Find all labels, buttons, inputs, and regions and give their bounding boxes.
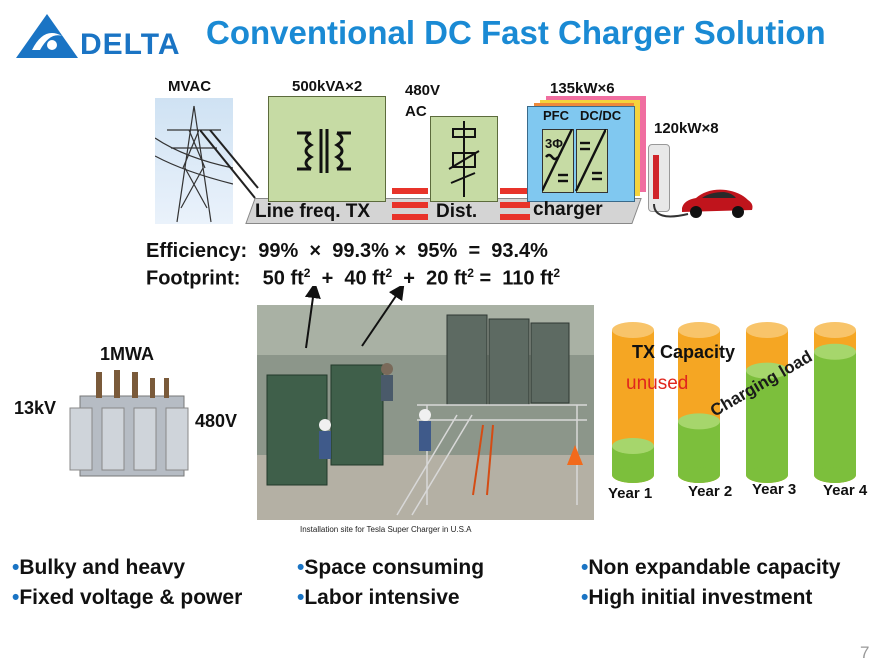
footprint-arrows (304, 286, 405, 349)
pfc-label: PFC (543, 108, 569, 123)
unused-label: unused (626, 373, 689, 394)
bullet-item: •Space consuming (297, 556, 485, 579)
line-freq-tx-box (268, 96, 386, 202)
transformer-hv-label: 13kV (14, 398, 57, 418)
feed-lines (200, 130, 259, 199)
load-bar (678, 413, 720, 483)
connector-bar (392, 188, 428, 194)
load-bar (612, 438, 654, 483)
year-label-4: Year 4 (823, 482, 868, 499)
delta-logo (14, 12, 184, 60)
bullet-item: •Labor intensive (297, 586, 460, 609)
phase-label: 3Φ (545, 136, 563, 151)
transformer-rating: 1MWA (100, 344, 154, 364)
load-bar (746, 362, 788, 483)
footprint-dist: 40 ft (344, 267, 386, 290)
tx-capacity-label: TX Capacity (632, 342, 736, 362)
year-label-1: Year 1 (608, 485, 653, 502)
capacity-chart (612, 322, 856, 483)
footprint-total: 110 ft (502, 267, 554, 290)
charger-cable (653, 203, 689, 218)
ev-rating-label: 120kW×8 (654, 120, 719, 137)
installation-photo (257, 305, 594, 520)
ac-480-label-line1: 480V (405, 82, 441, 99)
year-label-2: Year 2 (688, 483, 733, 500)
page-title: Conventional DC Fast Charger Solution (206, 14, 826, 51)
footprint-row: Footprint: 50 ft2 + 40 ft2 + 20 ft2 = 11… (146, 266, 561, 290)
charger-box (527, 106, 635, 202)
connector-bar (392, 202, 428, 208)
electric-car-image (678, 186, 754, 220)
distribution-box (430, 116, 498, 202)
efficiency-label: Efficiency: (146, 240, 248, 262)
efficiency-dist: 99.3% (332, 240, 389, 262)
delta-triangle-icon (16, 14, 78, 58)
tx-rating-label: 500kVA×2 (292, 78, 363, 95)
transformer-symbol-icon (297, 129, 351, 173)
bullet-item: •Non expandable capacity (581, 556, 841, 579)
bullet-item: •High initial investment (581, 586, 813, 609)
efficiency-total: 93.4% (491, 240, 548, 262)
bullet-item: •Fixed voltage & power (12, 586, 243, 609)
ac-480-label-line2: AC (405, 103, 427, 120)
pfc-module (542, 129, 574, 193)
transformer-lv-label: 480V (195, 411, 238, 431)
converter-symbol-icon (542, 129, 606, 191)
connector-bar (500, 214, 530, 220)
breaker-symbol-icon (448, 121, 480, 197)
page-number: 7 (860, 643, 870, 662)
load-bar (814, 343, 856, 483)
bullet-item: •Bulky and heavy (12, 556, 186, 579)
charger-label: charger (533, 199, 603, 220)
ev-charger-post (648, 144, 670, 212)
efficiency-tx: 99% (258, 240, 299, 262)
efficiency-row: Efficiency: 99% × 99.3% × 95% = 93.4% (146, 240, 548, 262)
footprint-charger: 20 ft (426, 267, 468, 290)
photo-caption: Installation site for Tesla Super Charge… (300, 525, 472, 534)
mvac-label: MVAC (168, 78, 212, 95)
dcdc-label: DC/DC (580, 108, 622, 123)
connector-bar (500, 202, 530, 208)
charger-rating-label: 135kW×6 (550, 80, 615, 97)
connector-bar (500, 188, 530, 194)
logo-text: DELTA (80, 28, 181, 61)
power-tower-image (154, 98, 234, 224)
transformer-image (66, 366, 194, 486)
connector-bar (392, 214, 428, 220)
footprint-tx: 50 ft (262, 267, 304, 290)
efficiency-charger: 95% (417, 240, 458, 262)
distribution-label: Dist. (436, 201, 478, 222)
footprint-label: Footprint: (146, 267, 241, 290)
line-freq-tx-label: Line freq. TX (255, 201, 371, 222)
year-label-3: Year 3 (752, 481, 797, 498)
